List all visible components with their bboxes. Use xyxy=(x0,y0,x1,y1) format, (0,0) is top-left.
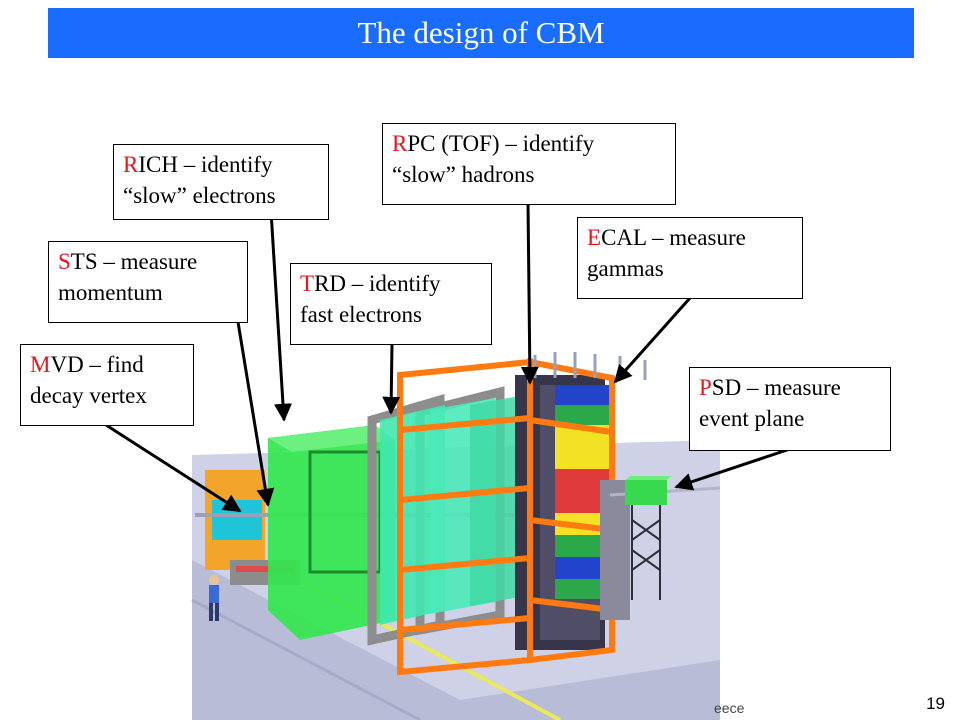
callout-psd: PSD – measure event plane xyxy=(689,367,891,451)
callout-rich: RICH – identify “slow” electrons xyxy=(113,144,329,220)
tof-orange-frame xyxy=(397,358,615,676)
callout-mvd: MVD – find decay vertex xyxy=(20,344,194,426)
psd-detector xyxy=(625,480,667,505)
callout-trd: TRD – identify fast electrons xyxy=(290,263,492,345)
arrow-rpc xyxy=(520,202,539,385)
beam-magnet-core xyxy=(212,500,262,540)
floor-rail-2 xyxy=(191,598,421,720)
magnet-base-stripe xyxy=(236,566,294,572)
psd-stand xyxy=(631,505,661,600)
arrow-trd xyxy=(382,343,401,415)
rich-detector xyxy=(268,425,395,640)
slide-title: The design of CBM xyxy=(48,8,914,58)
trd-panel-3 xyxy=(470,395,525,606)
arrow-psd xyxy=(674,447,791,491)
ecal-calorimeter xyxy=(555,385,610,599)
person-figure xyxy=(209,575,219,621)
arrow-mvd xyxy=(105,423,242,513)
psd-top xyxy=(625,476,672,480)
leader-arrows xyxy=(105,194,791,513)
arrow-rich xyxy=(268,194,292,422)
footer-text-fragment: eece xyxy=(714,700,745,716)
callout-ecal: ECAL – measure gammas xyxy=(577,217,803,299)
arrow-sts xyxy=(236,321,275,507)
callout-sts: STS – measure momentum xyxy=(48,241,248,323)
arrow-ecal xyxy=(613,297,692,384)
callout-rpc: RPC (TOF) – identify “slow” hadrons xyxy=(382,123,676,205)
page-number: 19 xyxy=(926,694,945,713)
floor-shadow xyxy=(192,560,720,720)
rich-top xyxy=(268,425,395,452)
